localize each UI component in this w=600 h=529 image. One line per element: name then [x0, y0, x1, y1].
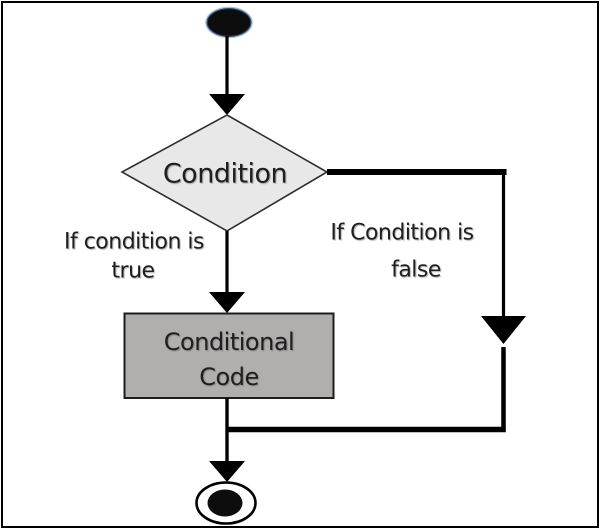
false-branch-label-line2: false — [391, 258, 441, 283]
start-terminal-node — [205, 6, 253, 39]
arrowhead-into-end-icon — [209, 461, 245, 482]
arrowhead-false-path-icon — [481, 316, 526, 344]
arrowhead-into-box-icon — [209, 292, 245, 313]
true-branch-label-line1: If condition is — [64, 230, 204, 255]
false-branch-label-line1: If Condition is — [330, 221, 473, 246]
condition-label: Condition — [163, 159, 287, 190]
conditional-code-label-line2: Code — [199, 363, 258, 391]
arrowhead-into-condition-icon — [209, 94, 245, 115]
conditional-code-box — [123, 312, 335, 399]
conditional-code-label-line1: Conditional — [164, 328, 294, 356]
end-terminal-node — [207, 489, 243, 517]
true-branch-label-line2: true — [111, 259, 154, 284]
